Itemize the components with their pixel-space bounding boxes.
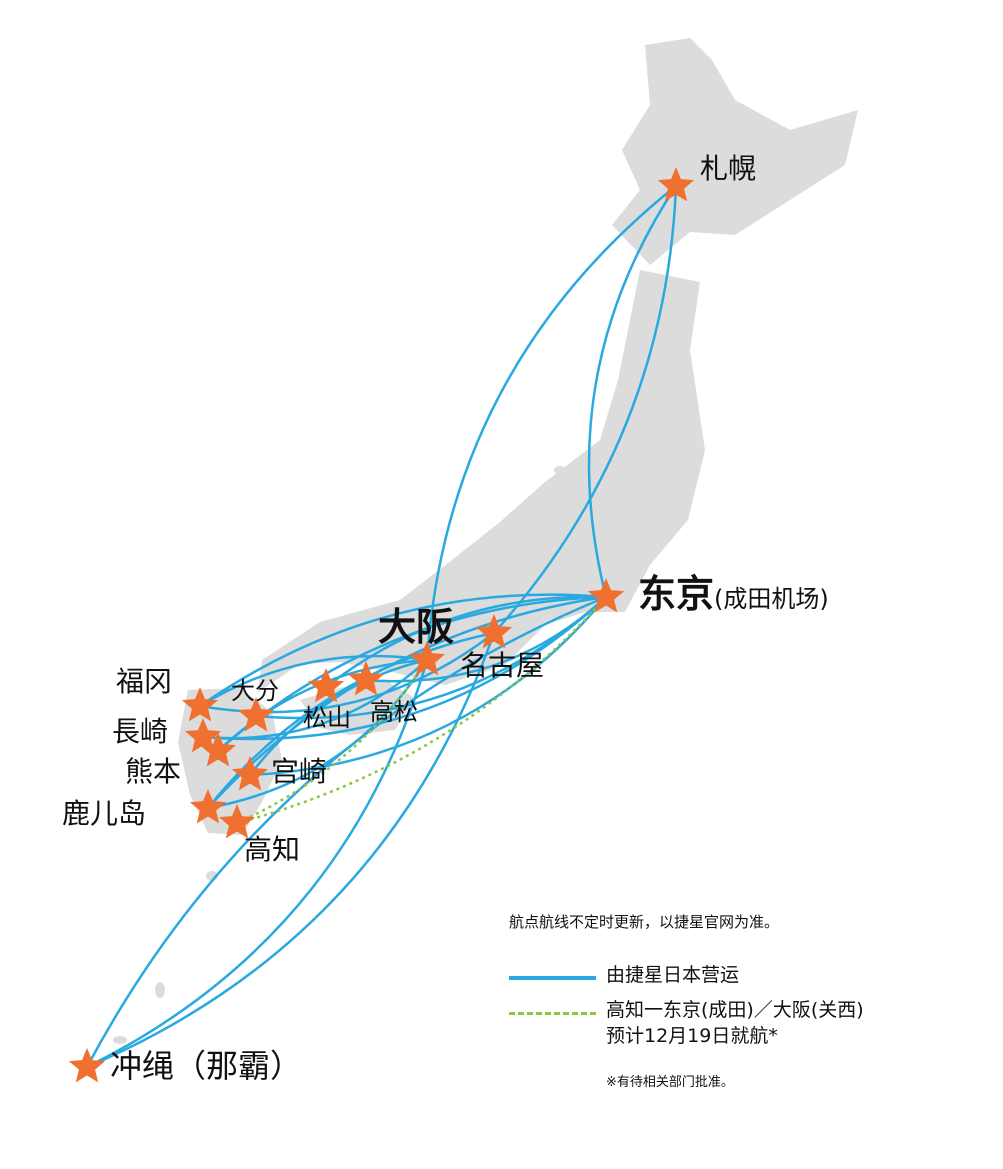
city-label-fukuoka: 福冈 — [116, 665, 173, 698]
star-icon-kochi — [218, 804, 256, 839]
hokkaido — [612, 38, 858, 265]
star-icon-sapporo — [657, 167, 695, 202]
city-label-nagoya: 名古屋 — [460, 649, 545, 682]
legend-planned-1: 高知一东京(成田)／大阪(关西) — [606, 999, 864, 1021]
legend-planned-2: 预计12月19日就航* — [606, 1025, 778, 1047]
city-label-takamatsu: 高松 — [370, 698, 418, 726]
route-osaka-nagasaki — [202, 659, 428, 740]
route-tokyo-miyazaki — [249, 596, 607, 777]
city-stars — [68, 167, 695, 1083]
city-label-kumamoto: 熊本 — [125, 755, 182, 788]
city-label-matsuyama: 松山 — [303, 704, 351, 732]
notice-text: 航点航线不定时更新，以捷星官网为准。 — [509, 913, 780, 931]
city-label-sapporo: 札幌 — [700, 152, 757, 185]
route-nagoya-sapporo — [493, 185, 678, 634]
city-label-osaka: 大阪 — [378, 605, 455, 649]
star-icon-oita — [237, 697, 275, 732]
route-tokyo-matsuyama — [325, 595, 607, 688]
legend-solid-line — [509, 976, 596, 980]
planned-route-kochi-tokyo — [236, 596, 607, 825]
landmass — [113, 38, 858, 1044]
route-osaka-sapporo — [425, 185, 677, 661]
star-icon-miyazaki — [231, 756, 269, 791]
route-tokyo-sapporo — [587, 185, 678, 598]
honshu — [258, 270, 705, 692]
star-icon-okinawa — [68, 1048, 106, 1083]
route-osaka-miyazaki — [249, 658, 428, 776]
star-icon-nagoya — [475, 614, 513, 649]
route-osaka-okinawa — [86, 659, 429, 1069]
city-label-miyazaki: 宫崎 — [271, 755, 328, 788]
route-nagoya-okinawa — [86, 632, 496, 1069]
legend-dotted-line — [509, 1012, 596, 1015]
star-icon-matsuyama — [307, 668, 345, 703]
legend-footnote: ※有待相关部门批准。 — [606, 1075, 734, 1090]
tokyo-airport: (成田机场) — [714, 585, 829, 613]
city-label-okinawa: 冲绳（那霸） — [110, 1047, 303, 1085]
city-label-nagasaki: 長崎 — [112, 715, 169, 748]
planned-route-kochi-osaka — [236, 659, 429, 825]
route-tokyo-fukuoka — [199, 593, 607, 708]
city-label-oita: 大分 — [231, 677, 279, 705]
island — [113, 1036, 127, 1044]
star-icon-kagoshima — [189, 789, 227, 824]
city-label-tokyo: 东京(成田机场) — [638, 575, 829, 613]
city-label-kochi: 高知 — [244, 833, 301, 866]
island — [155, 982, 165, 998]
star-icon-osaka — [408, 641, 446, 676]
star-icon-nagasaki — [184, 718, 222, 753]
star-icon-fukuoka — [181, 687, 219, 722]
star-icon-tokyo — [587, 578, 625, 613]
star-icon-kumamoto — [199, 732, 237, 767]
island — [554, 466, 566, 474]
tokyo-name: 东京 — [638, 572, 715, 616]
legend-operated: 由捷星日本营运 — [606, 964, 740, 986]
city-label-kagoshima: 鹿儿岛 — [62, 797, 147, 830]
route-osaka-fukuoka — [199, 654, 428, 708]
star-icon-takamatsu — [347, 661, 385, 696]
